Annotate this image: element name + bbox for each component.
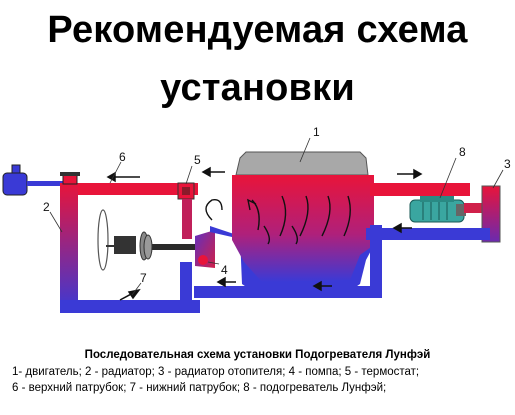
title-line-1: Рекомендуемая схема <box>47 9 468 51</box>
radiator <box>60 172 80 313</box>
label-pump: 4 <box>221 263 228 277</box>
caption-legend-line-1: 1- двигатель; 2 - радиатор; 3 - радиатор… <box>12 366 420 378</box>
label-lower-hose: 7 <box>140 271 147 285</box>
pump-flow-arrow <box>205 199 223 221</box>
cooling-system-diagram: 1 2 3 4 5 6 7 8 <box>2 125 511 313</box>
caption-title: Последовательная схема установки Подогре… <box>84 349 431 361</box>
engine-flow-arrows <box>247 195 351 245</box>
lower-hose <box>60 300 200 313</box>
upper-hose <box>78 183 198 195</box>
fan <box>97 209 149 271</box>
heater-to-core-hose <box>464 203 486 213</box>
label-upper-hose: 6 <box>119 150 126 164</box>
label-radiator: 2 <box>43 200 50 214</box>
label-thermostat: 5 <box>194 153 201 167</box>
label-heater: 8 <box>459 145 466 159</box>
bypass-hose <box>182 199 192 239</box>
engine <box>210 151 374 298</box>
title-line-2: установки <box>160 67 355 109</box>
heater-supply-hose <box>370 183 470 196</box>
return-riser <box>370 225 382 297</box>
heater-return-hose <box>366 228 490 240</box>
return-to-pump-hose <box>194 286 382 298</box>
heater-longfei <box>409 196 466 223</box>
flow-direction-arrows <box>106 166 423 301</box>
caption-legend-line-2: 6 - верхний патрубок; 7 - нижний патрубо… <box>12 382 387 394</box>
lower-hose-riser <box>180 262 192 313</box>
label-heater-core: 3 <box>504 157 511 171</box>
water-pump <box>143 230 215 268</box>
leader-lines <box>49 137 504 296</box>
label-engine: 1 <box>313 125 320 139</box>
thermostat <box>177 182 195 200</box>
expansion-tank <box>2 164 65 196</box>
